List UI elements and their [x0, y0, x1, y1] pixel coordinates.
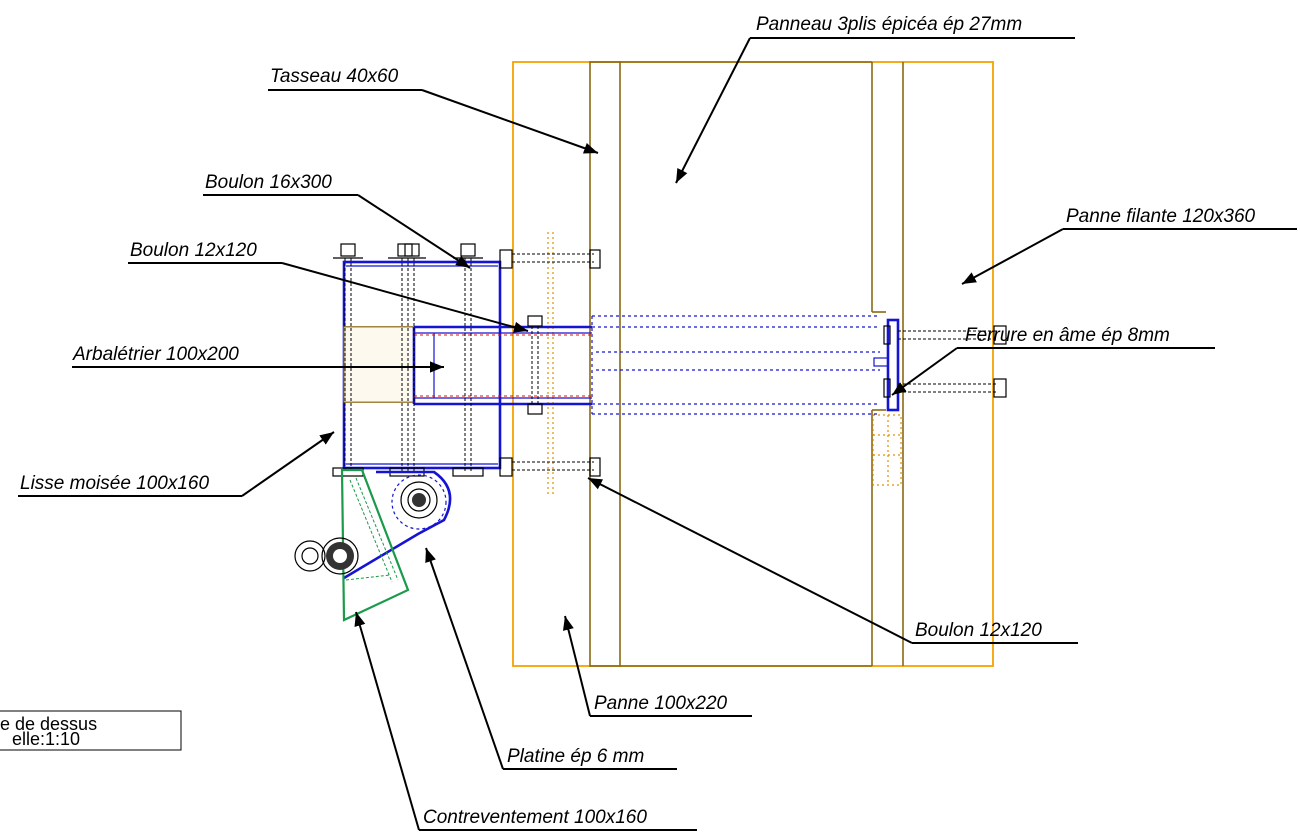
- tasseau-left: [589, 61, 621, 667]
- hidden-orange-lines: [547, 232, 902, 496]
- vertical-bolts: [332, 243, 484, 477]
- label-boulon-12-bottom: Boulon 12x120: [915, 620, 1042, 641]
- title-block: e de dessus elle:1:10: [0, 710, 182, 751]
- label-arbaletrier: Arbalétrier 100x200: [72, 344, 239, 365]
- label-panneau: Panneau 3plis épicéa ép 27mm: [756, 14, 1022, 35]
- label-ferrure: Ferrure en âme ép 8mm: [965, 325, 1170, 346]
- title-line-1: e de dessus: [0, 714, 97, 734]
- ferrure-plate: [873, 318, 900, 412]
- label-lisse: Lisse moisée 100x160: [20, 473, 209, 494]
- label-boulon-12-top: Boulon 12x120: [130, 240, 257, 261]
- label-platine: Platine ép 6 mm: [507, 746, 644, 767]
- hidden-blue-lines: [591, 315, 880, 415]
- label-contreventement: Contreventement 100x160: [423, 807, 647, 828]
- leaders: [18, 37, 1297, 831]
- contreventement: [294, 468, 410, 622]
- panneau-centre: [620, 61, 872, 667]
- label-boulon-16: Boulon 16x300: [205, 172, 332, 193]
- horizontal-bolts-panne: [499, 249, 601, 477]
- label-tasseau: Tasseau 40x60: [270, 66, 399, 87]
- platine: [343, 470, 452, 580]
- title-line-2: elle:1:10: [12, 729, 80, 749]
- arbaletrier-block: [343, 325, 592, 406]
- label-panne: Panne 100x220: [594, 693, 728, 714]
- horizontal-bolts-ferrure: [883, 325, 1007, 398]
- panne-filante-outline: [512, 61, 994, 667]
- label-panne-filante: Panne filante 120x360: [1066, 206, 1256, 227]
